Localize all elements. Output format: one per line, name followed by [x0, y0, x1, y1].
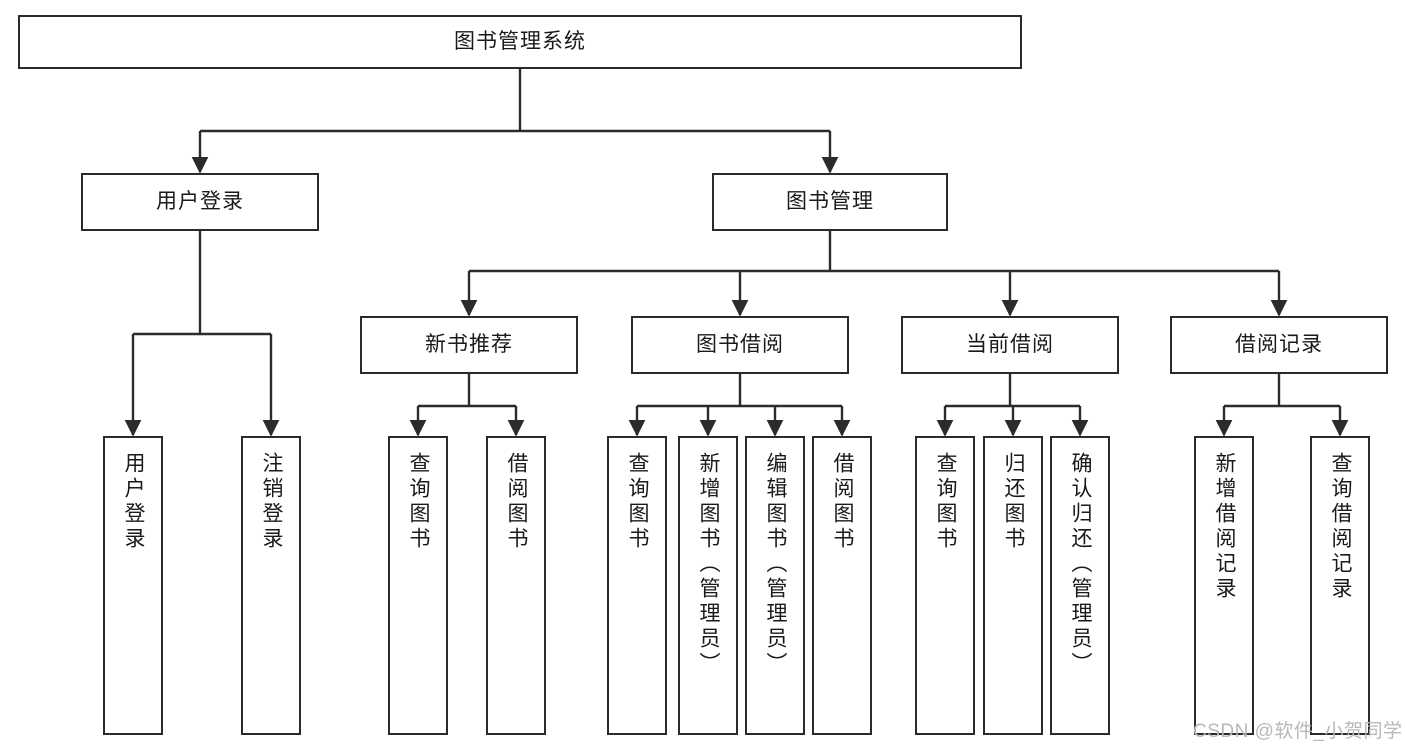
- node-label: 图书借阅: [696, 333, 784, 357]
- node-label: 借阅记录: [1235, 333, 1323, 357]
- watermark-label: CSDN @软件_小贺同学: [1193, 721, 1403, 742]
- node-label: 确认归还（管理员）: [1069, 452, 1093, 677]
- node-label: 查询借阅记录: [1329, 452, 1353, 602]
- node-label: 借阅图书: [831, 452, 855, 552]
- leaf-node-查询图书[interactable]: 查询图书: [915, 436, 975, 735]
- node-label: 新增借阅记录: [1213, 452, 1237, 602]
- leaf-node-查询借阅记录[interactable]: 查询借阅记录: [1310, 436, 1370, 735]
- node-label: 归还图书: [1002, 452, 1026, 552]
- leaf-node-注销登录[interactable]: 注销登录: [241, 436, 301, 735]
- node-label: 查询图书: [934, 452, 958, 552]
- node-label: 注销登录: [260, 452, 284, 552]
- node-label: 编辑图书（管理员）: [764, 452, 788, 677]
- node-label: 查询图书: [626, 452, 650, 552]
- node-label: 新增图书（管理员）: [697, 452, 721, 677]
- level3-node-当前借阅[interactable]: 当前借阅: [901, 316, 1119, 374]
- leaf-node-用户登录[interactable]: 用户登录: [103, 436, 163, 735]
- leaf-node-查询图书[interactable]: 查询图书: [607, 436, 667, 735]
- leaf-node-查询图书[interactable]: 查询图书: [388, 436, 448, 735]
- leaf-node-新增借阅记录[interactable]: 新增借阅记录: [1194, 436, 1254, 735]
- leaf-node-确认归还管理员[interactable]: 确认归还（管理员）: [1050, 436, 1110, 735]
- level2-node-图书管理[interactable]: 图书管理: [712, 173, 948, 231]
- node-label: 图书管理系统: [454, 30, 586, 54]
- leaf-node-编辑图书管理员[interactable]: 编辑图书（管理员）: [745, 436, 805, 735]
- level3-node-借阅记录[interactable]: 借阅记录: [1170, 316, 1388, 374]
- root-node-图书管理系统[interactable]: 图书管理系统: [18, 15, 1022, 69]
- node-label: 借阅图书: [505, 452, 529, 552]
- node-label: 新书推荐: [425, 333, 513, 357]
- leaf-node-借阅图书[interactable]: 借阅图书: [812, 436, 872, 735]
- leaf-node-借阅图书[interactable]: 借阅图书: [486, 436, 546, 735]
- leaf-node-新增图书管理员[interactable]: 新增图书（管理员）: [678, 436, 738, 735]
- level3-node-新书推荐[interactable]: 新书推荐: [360, 316, 578, 374]
- node-label: 当前借阅: [966, 333, 1054, 357]
- level3-node-图书借阅[interactable]: 图书借阅: [631, 316, 849, 374]
- node-label: 用户登录: [156, 190, 244, 214]
- level2-node-用户登录[interactable]: 用户登录: [81, 173, 319, 231]
- node-label: 图书管理: [786, 190, 874, 214]
- node-label: 用户登录: [122, 452, 146, 552]
- node-label: 查询图书: [407, 452, 431, 552]
- leaf-node-归还图书[interactable]: 归还图书: [983, 436, 1043, 735]
